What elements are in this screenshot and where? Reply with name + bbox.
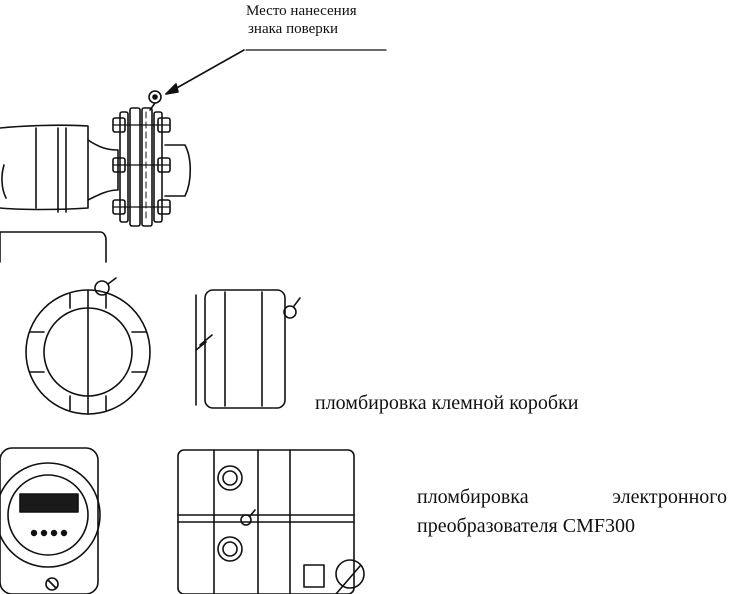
verification-mark-line2: знака поверки xyxy=(248,21,339,37)
flowmeter-body-drawing xyxy=(0,107,192,263)
converter-sealing-line2: преобразователя CMF300 xyxy=(417,515,635,537)
verification-mark-caption: Место нанесения знака поверки xyxy=(246,2,357,38)
terminal-box-sealing-caption: пломбировка клемной коробки xyxy=(315,392,579,414)
terminal-box-seal-icon xyxy=(94,277,117,296)
terminal-box-side-view xyxy=(195,289,286,409)
verification-seal-icon xyxy=(148,90,162,111)
terminal-box-front-view xyxy=(25,289,151,415)
converter-seal-icon xyxy=(240,509,256,526)
converter-front-view xyxy=(0,447,101,594)
leader-arrow-icon xyxy=(165,49,245,95)
verification-mark-line1: Место нанесения xyxy=(246,3,357,19)
converter-display xyxy=(19,493,79,513)
terminal-box-side-seal-icon xyxy=(283,297,301,319)
converter-sealing-line1: пломбировка электронного xyxy=(417,486,727,508)
converter-side-view xyxy=(177,449,365,594)
